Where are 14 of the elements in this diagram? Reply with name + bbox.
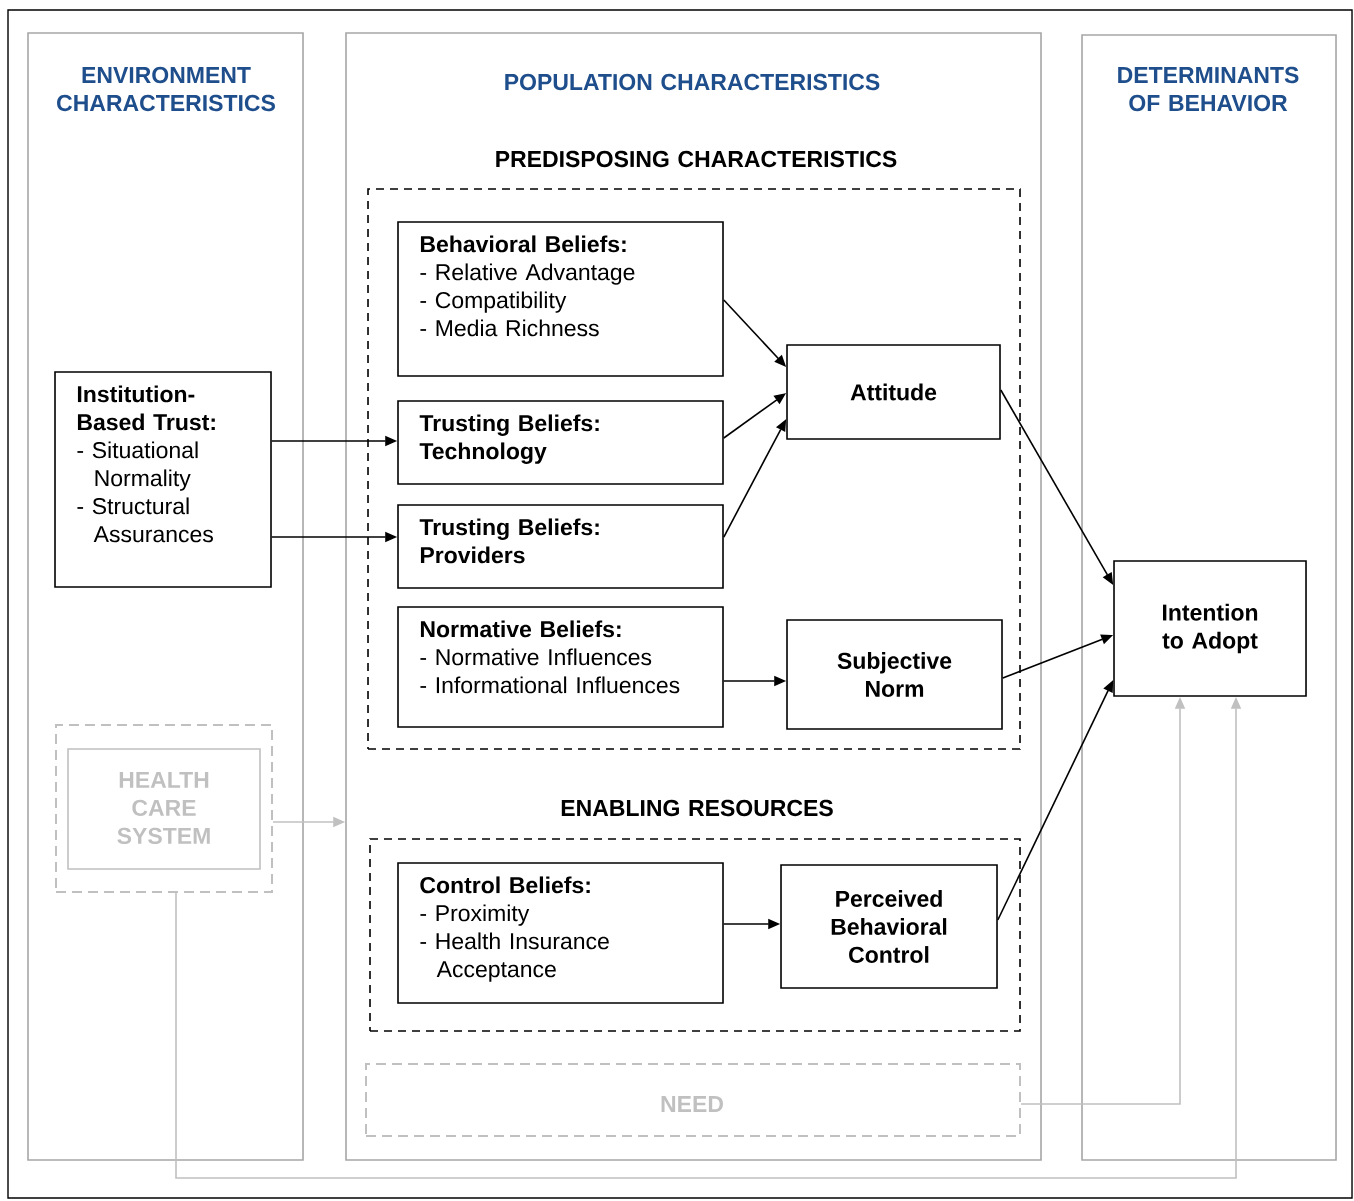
node-label: ENABLING RESOURCES <box>561 799 833 817</box>
belief-box: Control Beliefs: - Proximity - Health Insurance Acceptance <box>397 862 724 1004</box>
need-box: NEED <box>365 1063 1021 1137</box>
belief-box: Behavioral Beliefs: - Relative Advantage - Compatibility - Media Richness <box>397 221 724 377</box>
belief-box: Institution-Based Trust: - Situational Normality - Structural Assurances <box>54 371 272 588</box>
belief-box: Trusting Beliefs: Providers <box>397 504 724 589</box>
construct-box: Subjective Norm <box>786 619 1003 730</box>
belief-box: Normative Beliefs: - Normative Influences - Informational Influences <box>397 606 724 728</box>
belief-box: Trusting Beliefs: Technology <box>397 400 724 485</box>
node-label: PREDISPOSING CHARACTERISTICS <box>496 150 897 168</box>
construct-box: Perceived Behavioral Control <box>780 864 998 989</box>
construct-box: Intention to Adopt <box>1113 560 1307 697</box>
construct-box: Attitude <box>786 344 1001 440</box>
system-box: HEALTH CARE SYSTEM <box>55 724 273 893</box>
